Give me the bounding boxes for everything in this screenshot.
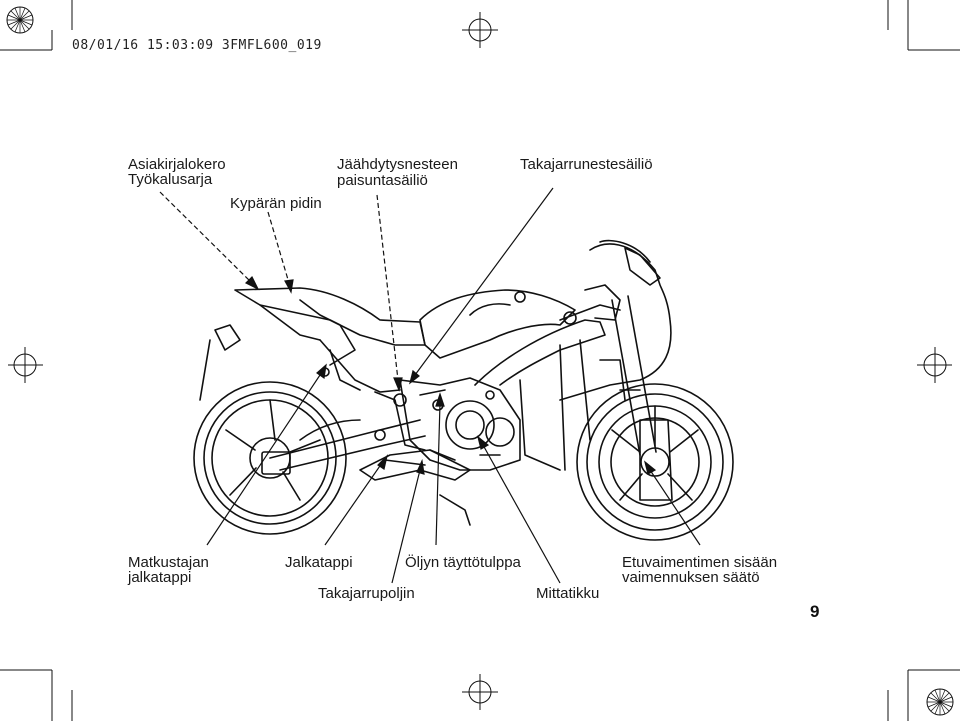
page-number: 9 xyxy=(810,602,820,621)
handlebar xyxy=(559,284,621,325)
label-footpeg: Jalkatappi xyxy=(285,554,353,571)
front-wheel xyxy=(576,383,734,541)
swingarm-exhaust xyxy=(269,419,471,526)
seat-tail xyxy=(199,287,426,401)
engine xyxy=(399,377,521,471)
label-document-box: Asiakirjalokero xyxy=(128,156,226,173)
label-rear-brake-reservoir: Takajarrunestesäiliö xyxy=(520,156,653,173)
footpegs xyxy=(374,391,426,466)
print-stamp: 08/01/16 15:03:09 3FMFL600_019 xyxy=(72,38,322,53)
subframe xyxy=(319,339,401,393)
label-coolant-reservoir-line1: Jäähdytysnesteen xyxy=(337,156,458,173)
label-helmet-holder: Kypärän pidin xyxy=(230,195,322,212)
fuel-tank xyxy=(419,289,576,359)
label-oil-filler-cap: Öljyn täyttötulppa xyxy=(405,554,521,571)
callout-leaders xyxy=(159,187,701,584)
starburst-top-left xyxy=(7,7,33,33)
motorcycle-illustration xyxy=(193,239,734,541)
label-front-damping-line2: vaimennuksen säätö xyxy=(622,569,760,586)
front-fairing xyxy=(474,239,672,471)
rear-wheel xyxy=(193,381,347,535)
label-rear-brake-pedal: Takajarrupoljin xyxy=(318,585,415,602)
label-dipstick: Mittatikku xyxy=(536,585,600,602)
label-passenger-footpeg-line2: jalkatappi xyxy=(128,569,192,586)
label-coolant-reservoir-line2: paisuntasäiliö xyxy=(337,172,428,189)
label-tool-kit: Työkalusarja xyxy=(128,171,213,188)
label-front-damping-line1: Etuvaimentimen sisään xyxy=(622,554,778,571)
label-passenger-footpeg-line1: Matkustajan xyxy=(128,554,209,571)
